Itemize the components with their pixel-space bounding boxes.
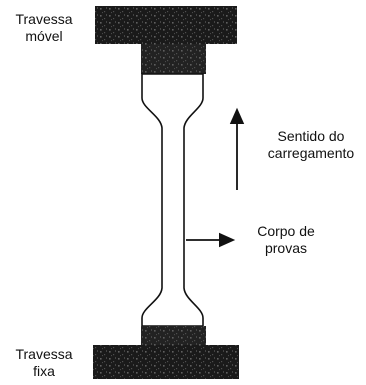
specimen-label-line2: provas — [264, 240, 308, 256]
top-crosshead-label-line2: móvel — [25, 28, 63, 44]
bottom-crosshead — [93, 345, 239, 379]
bottom-grip-texture — [141, 326, 206, 346]
load-direction-label: Sentido do carregamento — [258, 128, 364, 162]
bottom-grip — [141, 326, 206, 346]
top-crosshead-label: Travessa móvel — [2, 11, 86, 45]
bottom-crosshead-label-line1: Travessa — [15, 346, 73, 362]
top-grip-texture — [141, 44, 206, 74]
bottom-crosshead-label-line2: fixa — [33, 363, 55, 379]
top-crosshead-texture — [95, 6, 237, 44]
load-direction-label-line1: Sentido do — [277, 128, 345, 144]
top-crosshead-label-line1: Travessa — [15, 11, 73, 27]
specimen-label-line1: Corpo de — [257, 223, 315, 239]
top-crosshead — [95, 6, 237, 44]
bottom-crosshead-label: Travessa fixa — [2, 346, 86, 380]
specimen-label: Corpo de provas — [244, 223, 328, 257]
load-direction-label-line2: carregamento — [267, 145, 355, 161]
bottom-crosshead-texture — [93, 345, 239, 379]
top-grip — [141, 44, 206, 74]
specimen-body — [141, 73, 204, 327]
